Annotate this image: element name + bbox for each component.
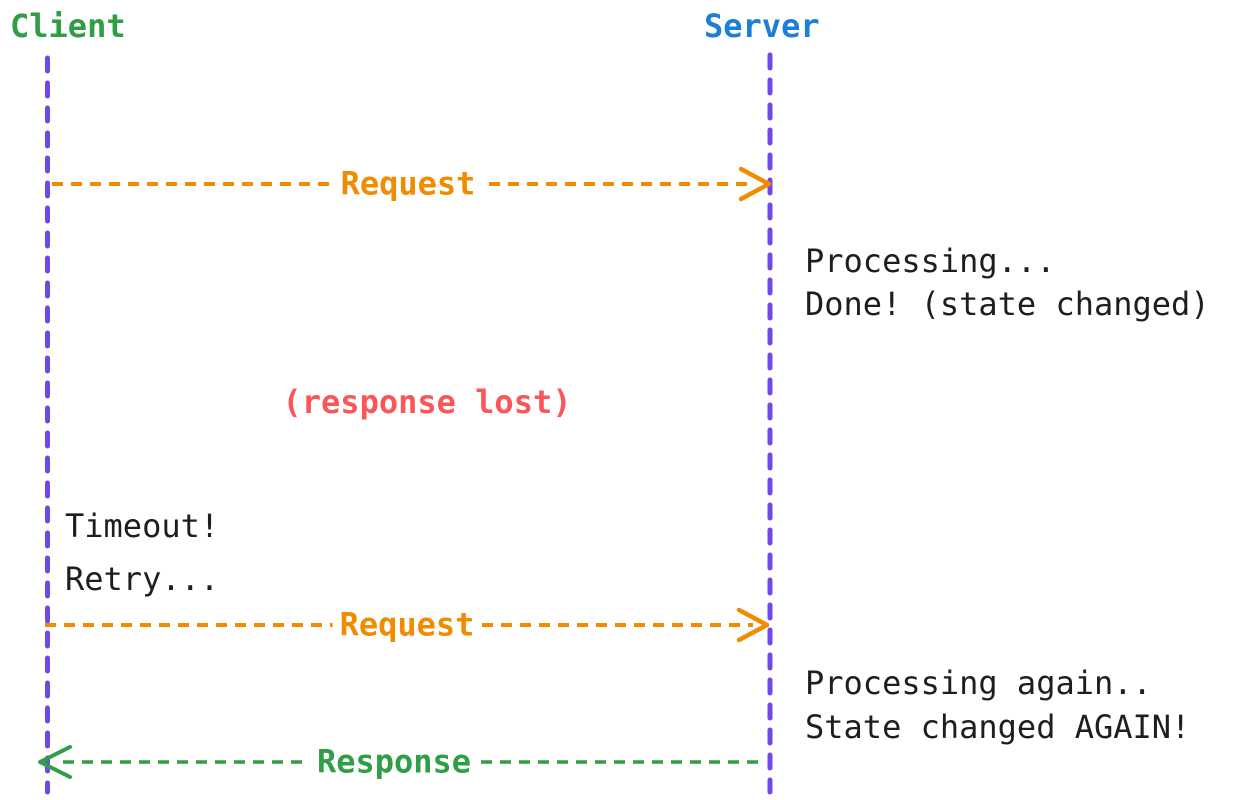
client-timeout-line: Timeout! [65, 507, 220, 545]
response-lost-note: (response lost) [282, 383, 572, 421]
client-timeout-note: Timeout! Retry... [65, 500, 219, 606]
request2-arrow [45, 607, 770, 643]
request2-arrowhead-icon [736, 607, 770, 643]
server-state-changed-line: State changed AGAIN! [805, 708, 1191, 746]
actor-client-label: Client [10, 7, 126, 45]
request1-arrowhead-icon [738, 166, 772, 202]
actor-server-label: Server [704, 7, 820, 45]
request2-message-label: Request [332, 606, 482, 644]
server-processing-line: Processing... [805, 242, 1056, 280]
server-done-line: Done! (state changed) [805, 285, 1210, 323]
client-retry-line: Retry... [65, 560, 220, 598]
request1-message-label: Request [333, 165, 483, 203]
server-processing-note: Processing... Done! (state changed) [805, 240, 1210, 326]
server-processing-again-line: Processing again.. [805, 664, 1152, 702]
response-arrowhead-icon [38, 745, 72, 779]
response-message-label: Response [309, 743, 479, 781]
server-processing-again-note: Processing again.. State changed AGAIN! [805, 661, 1190, 749]
